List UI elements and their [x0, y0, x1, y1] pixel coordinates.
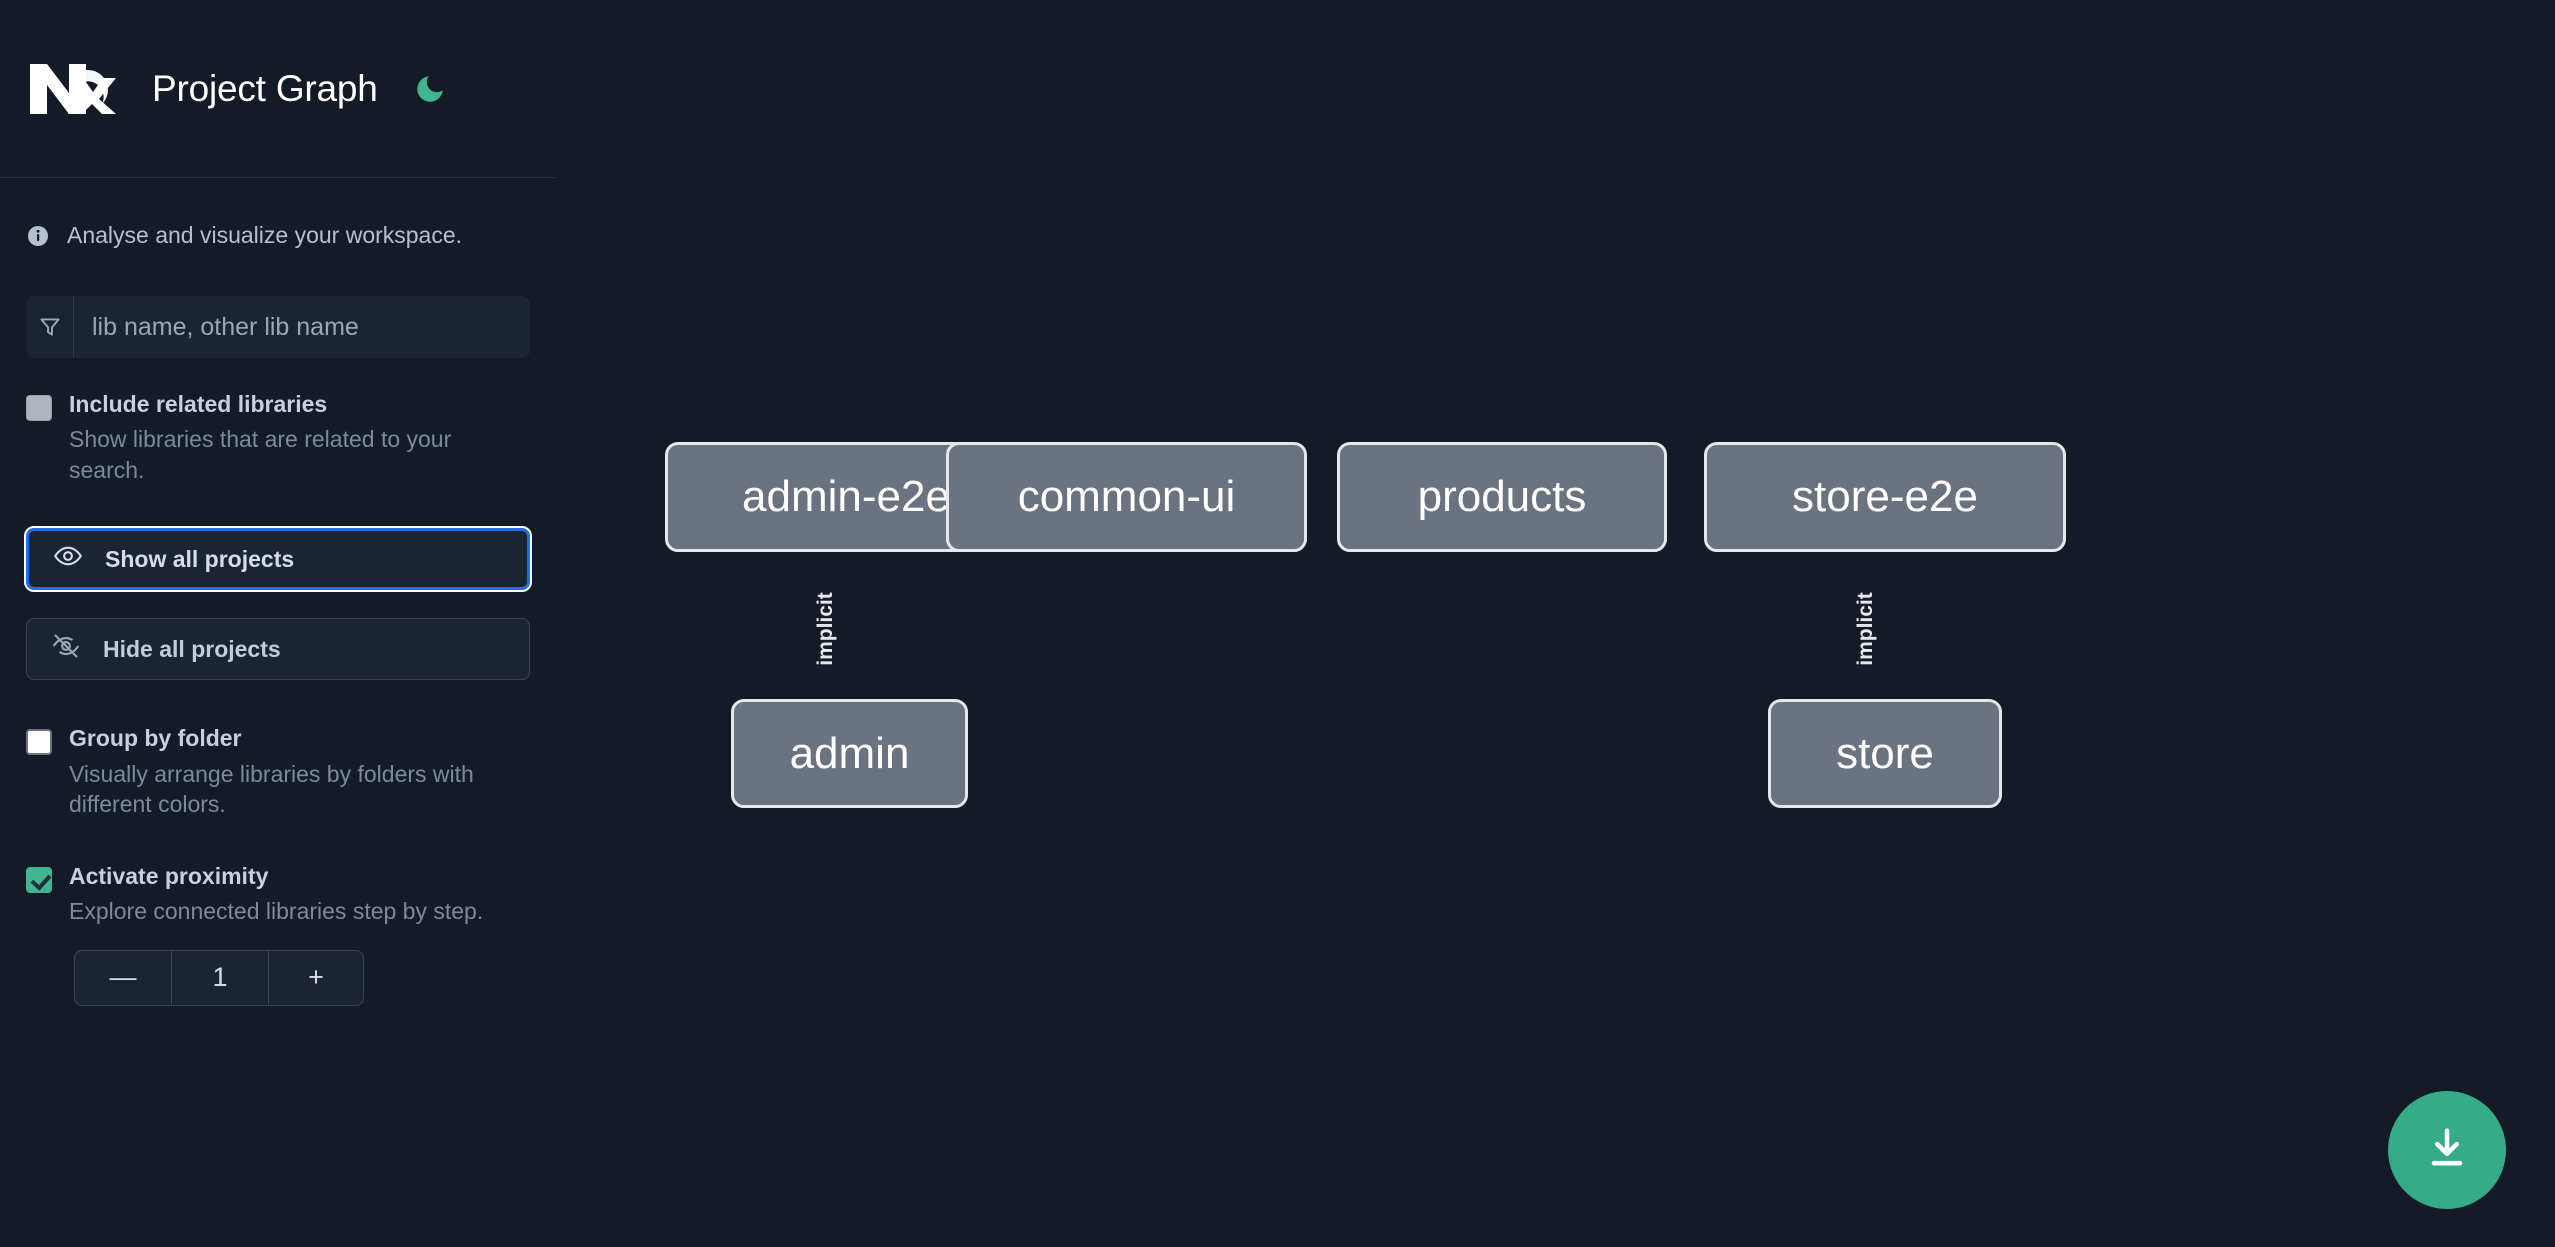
include-related-libraries-row[interactable]: Include related libraries Show libraries…: [26, 391, 530, 485]
proximity-stepper[interactable]: — 1 +: [74, 949, 364, 1006]
proximity-decrement-button[interactable]: —: [109, 962, 137, 993]
group-by-folder-label: Group by folder: [69, 725, 242, 752]
workspace-info: Analyse and visualize your workspace.: [26, 178, 530, 249]
moon-icon[interactable]: [410, 69, 450, 109]
activate-proximity-label: Activate proximity: [69, 862, 269, 889]
group-by-folder-checkbox[interactable]: [26, 729, 52, 756]
proximity-value: 1: [171, 950, 269, 1005]
graph-node-store-e2e[interactable]: store-e2e: [1704, 442, 2066, 552]
download-icon: [2421, 1122, 2473, 1179]
show-all-projects-button[interactable]: Show all projects: [24, 526, 532, 593]
graph-canvas[interactable]: implicit implicit admin-e2e common-ui pr…: [556, 0, 2555, 1247]
workspace-info-text: Analyse and visualize your workspace.: [67, 222, 463, 248]
graph-edges: [556, 0, 856, 150]
edge-label-store-implicit: implicit: [1853, 592, 1877, 666]
sidebar-body: Analyse and visualize your workspace. In…: [0, 178, 556, 1006]
graph-node-products[interactable]: products: [1337, 442, 1667, 552]
edge-label-admin-implicit: implicit: [813, 592, 837, 666]
group-by-folder-row[interactable]: Group by folder Visually arrange librari…: [26, 726, 530, 819]
include-related-libraries-checkbox[interactable]: [26, 395, 52, 421]
filter-input[interactable]: [74, 296, 530, 358]
include-related-libraries-description: Show libraries that are related to your …: [69, 426, 452, 483]
filter-box[interactable]: [26, 296, 530, 358]
info-icon: [26, 224, 50, 248]
hide-all-projects-label: Hide all projects: [103, 635, 281, 662]
page-title: Project Graph: [152, 67, 378, 109]
group-by-folder-description: Visually arrange libraries by folders wi…: [69, 760, 474, 818]
nx-logo: [26, 60, 120, 118]
download-button[interactable]: [2388, 1091, 2506, 1209]
activate-proximity-row[interactable]: Activate proximity Explore connected lib…: [26, 862, 530, 927]
eye-off-icon: [51, 631, 81, 667]
hide-all-projects-button[interactable]: Hide all projects: [26, 618, 530, 681]
graph-node-store[interactable]: store: [1768, 699, 2002, 808]
activate-proximity-description: Explore connected libraries step by step…: [69, 898, 484, 925]
activate-proximity-checkbox[interactable]: [26, 866, 52, 893]
proximity-increment-button[interactable]: +: [308, 962, 324, 993]
filter-funnel-icon: [26, 296, 74, 358]
eye-icon: [53, 541, 83, 577]
graph-node-common-ui[interactable]: common-ui: [946, 442, 1307, 552]
graph-node-admin[interactable]: admin: [731, 699, 968, 808]
sidebar-header: Project Graph: [0, 0, 556, 178]
sidebar: Project Graph Analyse and visualize your…: [0, 0, 572, 1247]
show-all-projects-label: Show all projects: [105, 545, 295, 572]
include-related-libraries-label: Include related libraries: [69, 391, 328, 417]
